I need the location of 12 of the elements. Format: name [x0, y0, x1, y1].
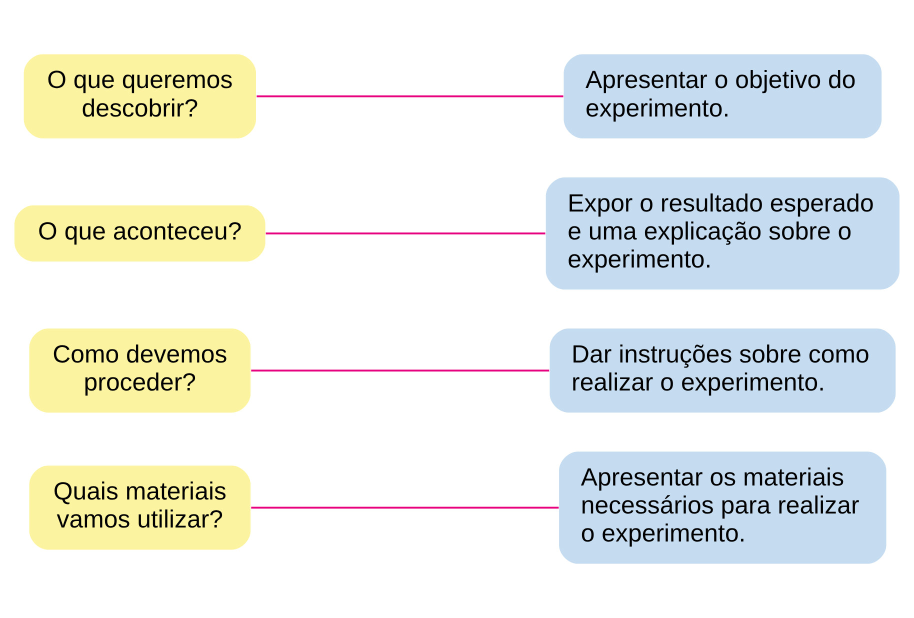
connector [256, 95, 564, 98]
node-box: O que aconteceu? [14, 205, 266, 262]
node-box: Como devemos proceder? [29, 328, 251, 413]
connector [266, 232, 546, 234]
node-box: O que queremos descobrir? [24, 54, 256, 138]
node-box: Quais materiais vamos utilizar? [29, 466, 251, 550]
node-box: Apresentar o objetivo do experimento. [564, 54, 882, 138]
node-box: Expor o resultado esperado e uma explicação sobre o experimento. [546, 177, 900, 290]
node-box: Dar instruções sobre como realizar o experimento. [550, 328, 896, 413]
node-box: Apresentar os materiais necessários para realizar o experimento. [559, 452, 886, 564]
connector [251, 370, 550, 372]
connector [251, 506, 559, 509]
